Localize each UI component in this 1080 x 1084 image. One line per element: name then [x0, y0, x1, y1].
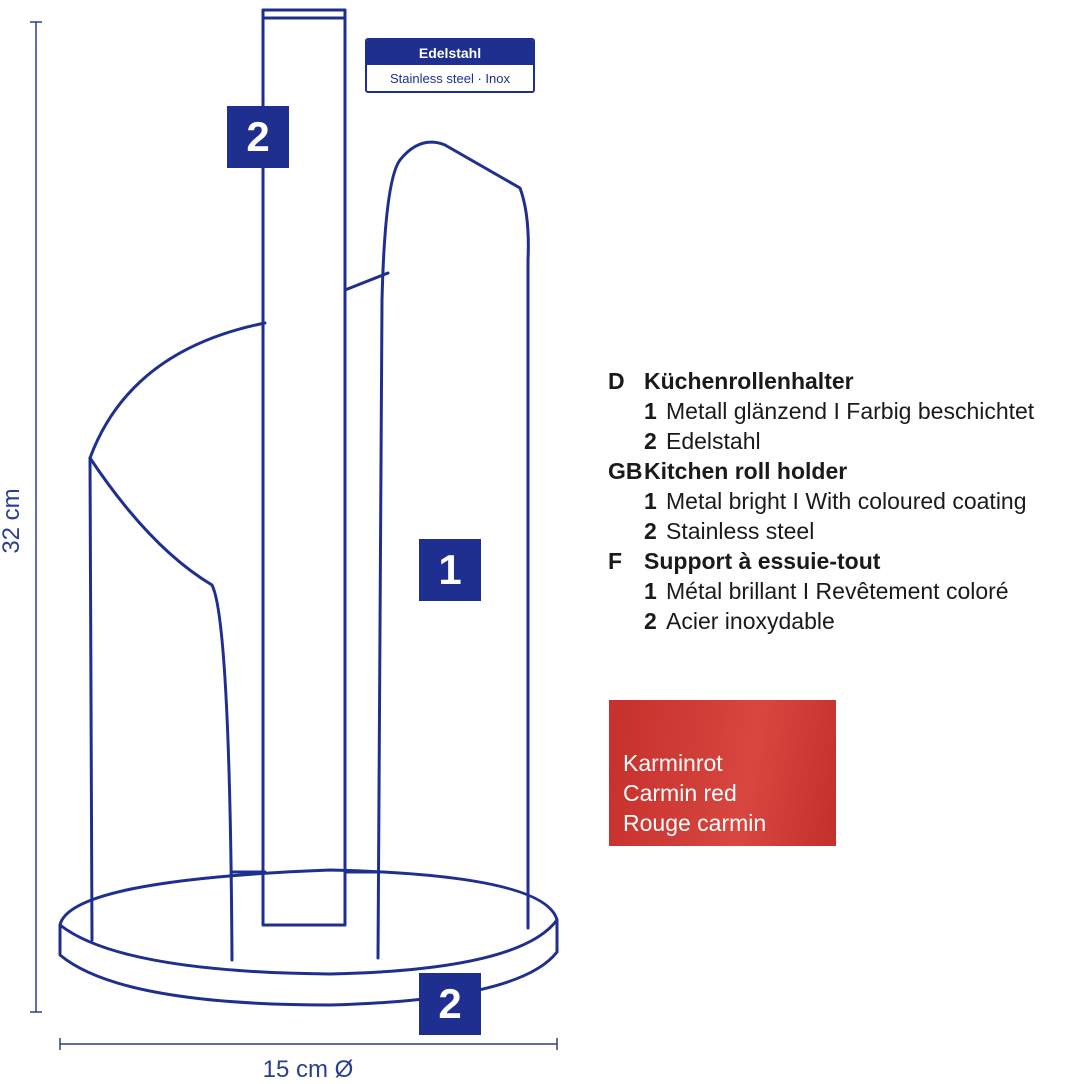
- legend-heading: GB Kitchen roll holder: [608, 456, 1078, 486]
- height-label: 32 cm: [0, 488, 25, 554]
- item-text: Métal brillant I Revêtement coloré: [666, 578, 1009, 604]
- color-name-de: Karminrot: [623, 750, 723, 776]
- language-code: GB: [608, 458, 643, 484]
- legend-item: 1 Metall glänzend I Farbig beschichtet: [608, 396, 1078, 426]
- legend-heading: D Küchenrollenhalter: [608, 366, 1078, 396]
- holder-body-front: [376, 140, 530, 960]
- material-tag-title: Edelstahl: [367, 40, 533, 65]
- material-tag-subtitle: Stainless steel · Inox: [390, 70, 510, 86]
- legend-item: 1 Metal bright I With coloured coating: [608, 486, 1078, 516]
- color-swatch: Karminrot Carmin red Rouge carmin: [609, 700, 836, 846]
- language-code: D: [608, 368, 625, 394]
- item-text: Acier inoxydable: [666, 608, 835, 634]
- holder-body-back: [88, 271, 390, 962]
- legend-item: 2 Stainless steel: [608, 516, 1078, 546]
- base-plate: [58, 868, 559, 1007]
- legend-title: Support à essuie-tout: [644, 548, 881, 574]
- legend-title: Kitchen roll holder: [644, 458, 848, 484]
- material-tag: Edelstahl Stainless steel · Inox: [365, 38, 535, 93]
- item-number: 1: [644, 578, 657, 604]
- legend-item: 1 Métal brillant I Revêtement coloré: [608, 576, 1078, 606]
- color-name-en: Carmin red: [623, 780, 737, 806]
- item-number: 2: [644, 518, 657, 544]
- legend-block-de: D Küchenrollenhalter 1 Metall glänzend I…: [608, 366, 1078, 456]
- item-text: Edelstahl: [666, 428, 761, 454]
- part-badge-body: 1: [419, 539, 481, 601]
- language-code: F: [608, 548, 623, 574]
- item-text: Stainless steel: [666, 518, 815, 544]
- item-number: 2: [644, 608, 657, 634]
- item-number: 1: [644, 398, 657, 424]
- parts-legend: D Küchenrollenhalter 1 Metall glänzend I…: [608, 366, 1078, 636]
- legend-title: Küchenrollenhalter: [644, 368, 854, 394]
- diameter-dimension-line: [59, 1038, 558, 1050]
- center-rod: [261, 8, 347, 927]
- item-text: Metal bright I With coloured coating: [666, 488, 1027, 514]
- height-dimension-line: [30, 21, 42, 1013]
- legend-item: 2 Edelstahl: [608, 426, 1078, 456]
- item-number: 1: [644, 488, 657, 514]
- legend-block-gb: GB Kitchen roll holder 1 Metal bright I …: [608, 456, 1078, 546]
- color-name-fr: Rouge carmin: [623, 810, 767, 836]
- item-number: 2: [644, 428, 657, 454]
- legend-item: 2 Acier inoxydable: [608, 606, 1078, 636]
- item-text: Metall glänzend I Farbig beschichtet: [666, 398, 1035, 424]
- legend-heading: F Support à essuie-tout: [608, 546, 1078, 576]
- part-badge-rod: 2: [227, 106, 289, 168]
- part-badge-base: 2: [419, 973, 481, 1035]
- legend-block-f: F Support à essuie-tout 1 Métal brillant…: [608, 546, 1078, 636]
- diameter-label: 15 cm Ø: [262, 1056, 354, 1083]
